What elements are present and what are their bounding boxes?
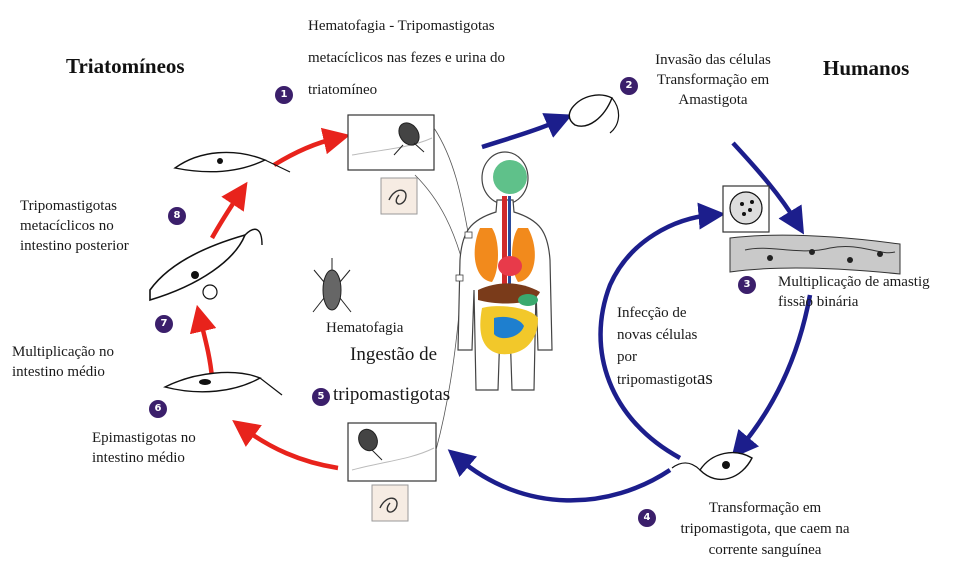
triatomine-insect-icon xyxy=(313,258,351,312)
arrow-4-to-5 xyxy=(458,458,670,500)
parasite-metacyclic-icon xyxy=(150,229,262,300)
human-body-illustration xyxy=(458,152,552,390)
bite-illustration-bottom xyxy=(348,423,436,521)
step-badge-8: 8 xyxy=(168,207,186,225)
step-5-label-line1: Hematofagia xyxy=(326,318,403,338)
arrow-1-to-2 xyxy=(482,120,560,147)
step-8-label: Tripomastigotas metacíclicos no intestin… xyxy=(20,196,129,256)
step-3-label: Multiplicação de amastig fissão binária xyxy=(778,272,930,312)
heading-humans: Humanos xyxy=(823,56,909,81)
parasite-trypomastigote-icon xyxy=(175,152,290,172)
arrow-3-to-4 xyxy=(740,295,810,448)
arrow-5-to-6 xyxy=(243,428,338,468)
step-badge-7: 7 xyxy=(155,315,173,333)
parasite-invading-icon xyxy=(569,95,618,133)
step-5-label-line2: Ingestão de xyxy=(350,340,437,370)
heading-triatomines: Triatomíneos xyxy=(66,54,185,79)
step-2-label: Invasão das células Transformação em Ama… xyxy=(648,50,778,110)
step-badge-1: 1 xyxy=(275,86,293,104)
infected-cell-icon xyxy=(723,186,769,232)
arrow-6-to-7 xyxy=(200,318,212,378)
parasite-epimastigote-icon xyxy=(165,372,282,395)
arrow-8-to-1 xyxy=(274,138,337,165)
step-badge-3: 3 xyxy=(738,276,756,294)
bite-illustration-top xyxy=(348,115,434,214)
step-7-label: Multiplicação no intestino médio xyxy=(12,342,114,382)
parasite-bloodstream-icon xyxy=(672,453,752,480)
step-6-label: Epimastigotas no intestino médio xyxy=(92,428,196,468)
step-4-label: Transformação em tripomastigota, que cae… xyxy=(650,498,880,561)
step-1-label: Hematofagia - Tripomastigotas metacíclic… xyxy=(308,10,505,106)
step-badge-6: 6 xyxy=(149,400,167,418)
step-5-label-line3: tripomastigotas xyxy=(333,380,450,410)
muscle-tissue-icon xyxy=(730,235,900,274)
reinfection-label: Infecção de novas células por tripomasti… xyxy=(617,302,713,391)
step-badge-2: 2 xyxy=(620,77,638,95)
arrow-7-to-8 xyxy=(212,193,240,238)
step-badge-5: 5 xyxy=(312,388,330,406)
